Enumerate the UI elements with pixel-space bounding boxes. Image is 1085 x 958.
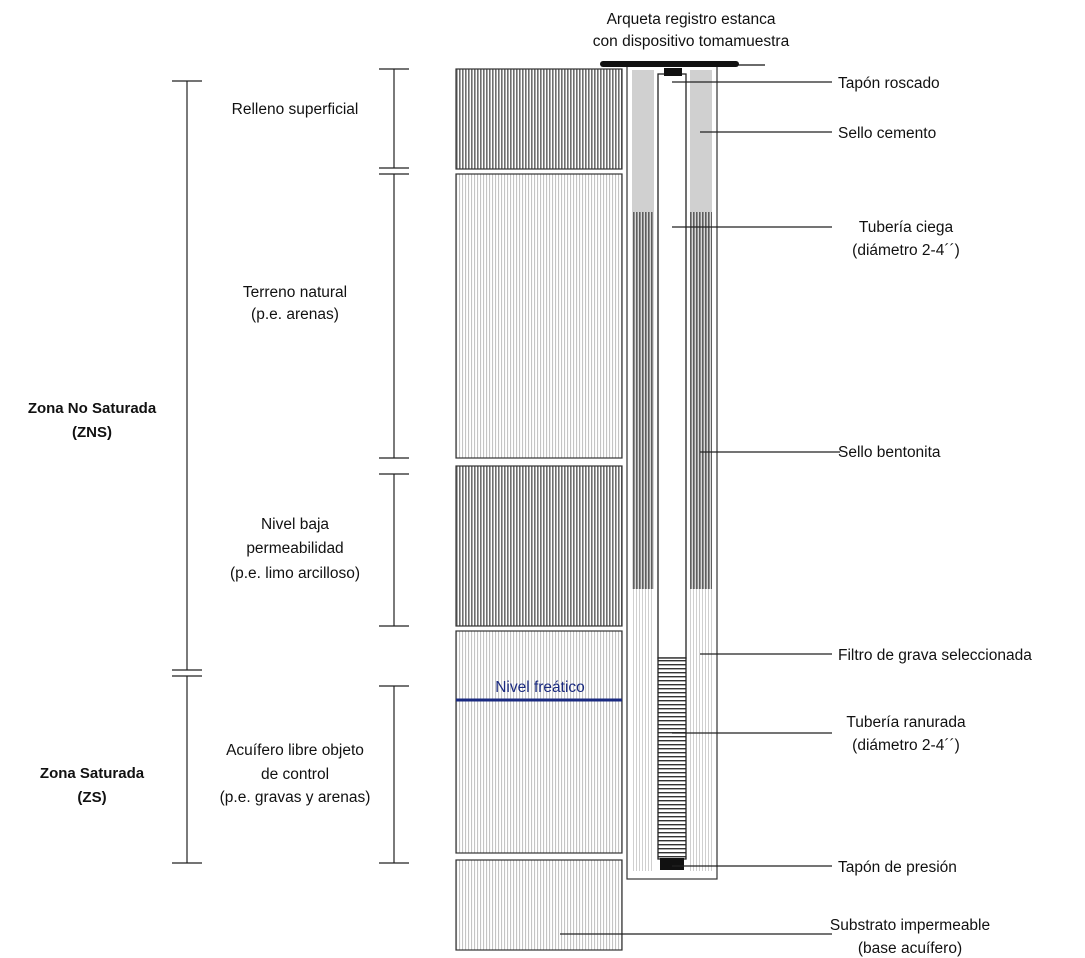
layer-lowperm-label-1: Nivel baja: [261, 516, 329, 533]
gravel-filter-right: [690, 589, 712, 871]
zone-s-label: Zona Saturada: [40, 765, 145, 782]
top-label-line2: con dispositivo tomamuestra: [593, 33, 790, 50]
callout-slotted-pipe: Tubería ranurada: [846, 714, 966, 731]
callout-bentonite-seal: Sello bentonita: [838, 444, 941, 461]
callout-pressure-cap: Tapón de presión: [838, 859, 957, 876]
layer-lowperm-label-2: permeabilidad: [246, 540, 343, 557]
layer-fill-dimension: [379, 68, 409, 169]
cement-seal-left: [632, 70, 654, 212]
callout-threaded-cap: Tapón roscado: [838, 75, 940, 92]
substrate-block: [455, 859, 623, 951]
layer-aquifer-label-2: de control: [261, 766, 329, 783]
zone-ns-label: Zona No Saturada: [28, 400, 157, 417]
bentonite-seal-left: [632, 212, 654, 589]
zone-ns-abbr: (ZNS): [72, 424, 112, 441]
pressure-cap: [660, 858, 684, 870]
layer-lowperm-block: [455, 465, 623, 627]
callout-substrate: Substrato impermeable: [830, 917, 990, 934]
bentonite-seal-right: [690, 212, 712, 589]
callout-substrate-note: (base acuífero): [858, 940, 962, 957]
zone-s-dimension: [172, 675, 202, 864]
top-label-line1: Arqueta registro estanca: [607, 11, 776, 28]
zone-ns-dimension: [172, 80, 202, 671]
callout-blind-pipe: Tubería ciega: [859, 219, 954, 236]
slotted-pipe: [657, 657, 687, 860]
layer-natural-label: Terreno natural: [243, 284, 347, 301]
callout-gravel-filter: Filtro de grava seleccionada: [838, 647, 1032, 664]
zone-s-abbr: (ZS): [77, 789, 106, 806]
layer-aquifer-label-1: Acuífero libre objeto: [226, 742, 364, 759]
leader-lines: [560, 81, 840, 935]
layer-aquifer-block: [455, 630, 623, 854]
cement-seal-right: [690, 70, 712, 212]
callout-cement-seal: Sello cemento: [838, 125, 936, 142]
callout-blind-pipe-diameter: (diámetro 2-4´´): [852, 242, 960, 259]
layer-lowperm-dimension: [379, 473, 409, 627]
gravel-filter-left: [632, 589, 654, 871]
water-table-label: Nivel freático: [495, 679, 585, 696]
layer-natural-block: [455, 173, 623, 459]
layer-aquifer-example: (p.e. gravas y arenas): [220, 789, 371, 806]
layer-aquifer-dimension: [379, 685, 409, 864]
layer-fill-block: [455, 68, 623, 170]
layer-lowperm-example: (p.e. limo arcilloso): [230, 565, 360, 582]
blind-pipe: [657, 73, 687, 659]
layer-fill-label: Relleno superficial: [232, 101, 359, 118]
borehole: [626, 65, 718, 880]
threaded-cap: [664, 68, 682, 76]
callout-slotted-pipe-diameter: (diámetro 2-4´´): [852, 737, 960, 754]
layer-natural-dimension: [379, 173, 409, 459]
layer-natural-example: (p.e. arenas): [251, 306, 339, 323]
